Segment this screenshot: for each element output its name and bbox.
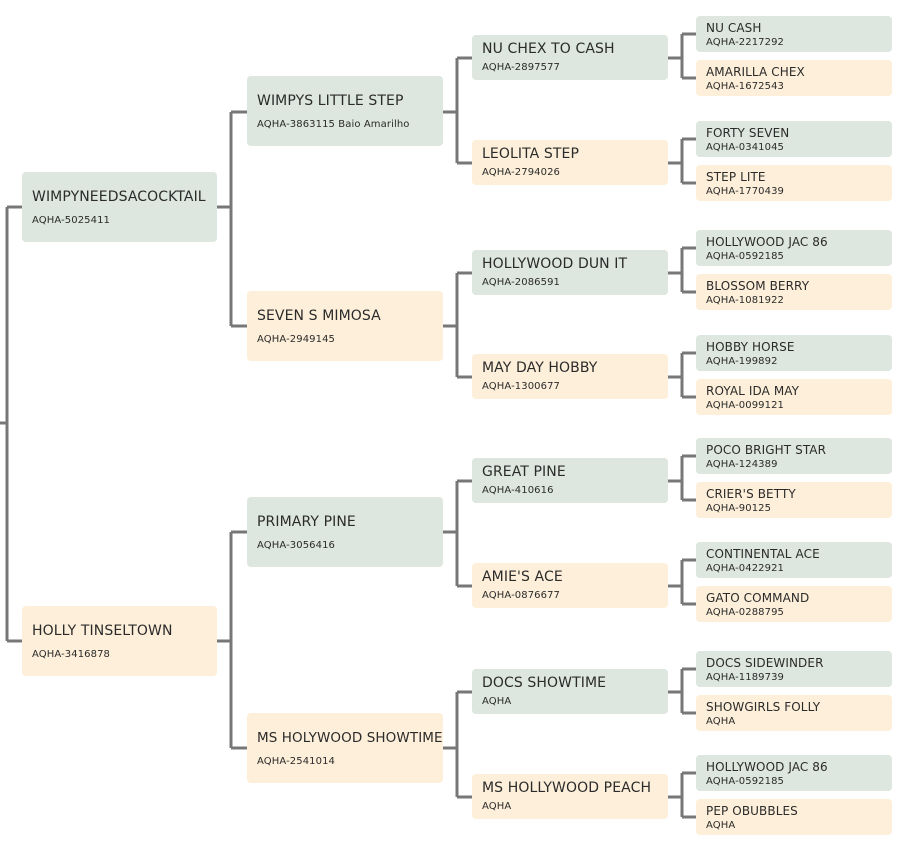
horse-name: NU CASH (706, 21, 762, 35)
registration-number: AQHA-0099121 (706, 400, 785, 411)
sire-card[interactable]: WIMPYNEEDSACOCKTAIL AQHA-5025411 (22, 172, 217, 242)
registration-number: AQHA (482, 801, 512, 812)
registration-number: AQHA-0341045 (706, 142, 785, 153)
great-great-grandparent-card[interactable]: HOLLYWOOD JAC 86 AQHA-0592185 (696, 755, 892, 791)
great-grandparent-card[interactable]: GREAT PINE AQHA-410616 (472, 458, 668, 503)
registration-number: AQHA-2949145 (257, 334, 336, 345)
registration-number: AQHA-3056416 (257, 540, 336, 551)
horse-name: AMIE'S ACE (482, 569, 563, 585)
registration-number: AQHA-0876677 (482, 590, 561, 601)
great-great-grandparent-card[interactable]: DOCS SIDEWINDER AQHA-1189739 (696, 651, 892, 687)
horse-name: WIMPYS LITTLE STEP (257, 93, 404, 109)
registration-number: AQHA-1672543 (706, 81, 785, 92)
registration-number: AQHA-2897577 (482, 62, 561, 73)
horse-name: HOLLYWOOD JAC 86 (706, 235, 828, 249)
registration-number: AQHA-1189739 (706, 672, 785, 683)
horse-name: HOBBY HORSE (706, 340, 795, 354)
horse-name: CONTINENTAL ACE (706, 547, 820, 561)
horse-name: LEOLITA STEP (482, 146, 580, 162)
registration-number: AQHA-0288795 (706, 607, 785, 618)
great-great-grandparent-card[interactable]: STEP LITE AQHA-1770439 (696, 165, 892, 201)
registration-number: AQHA-2794026 (482, 167, 561, 178)
horse-name: BLOSSOM BERRY (706, 279, 810, 293)
great-great-grandparent-card[interactable]: GATO COMMAND AQHA-0288795 (696, 586, 892, 622)
registration-number: AQHA-124389 (706, 459, 778, 470)
great-great-grandparent-card[interactable]: FORTY SEVEN AQHA-0341045 (696, 121, 892, 157)
horse-name: MS HOLYWOOD SHOWTIME (257, 730, 443, 746)
registration-number: AQHA-90125 (706, 503, 772, 514)
horse-name: FORTY SEVEN (706, 126, 790, 140)
horse-name: SEVEN S MIMOSA (257, 308, 381, 324)
great-grandparent-card[interactable]: HOLLYWOOD DUN IT AQHA-2086591 (472, 250, 668, 295)
horse-name: AMARILLA CHEX (706, 65, 805, 79)
registration-number: AQHA-1300677 (482, 381, 561, 392)
horse-name: PEP OBUBBLES (706, 804, 798, 818)
horse-name: MS HOLLYWOOD PEACH (482, 780, 652, 796)
horse-name: PRIMARY PINE (257, 514, 356, 530)
horse-name: WIMPYNEEDSACOCKTAIL (32, 189, 206, 205)
horse-name: GATO COMMAND (706, 591, 810, 605)
grandparent-card[interactable]: WIMPYS LITTLE STEP AQHA-3863115 Baio Ama… (247, 76, 443, 146)
great-great-grandparent-card[interactable]: CRIER'S BETTY AQHA-90125 (696, 482, 892, 518)
registration-number: AQHA-0422921 (706, 563, 785, 574)
horse-name: MAY DAY HOBBY (482, 360, 598, 376)
great-great-grandparent-card[interactable]: HOBBY HORSE AQHA-199892 (696, 335, 892, 371)
horse-name: ROYAL IDA MAY (706, 384, 800, 398)
great-great-grandparent-card[interactable]: HOLLYWOOD JAC 86 AQHA-0592185 (696, 230, 892, 266)
horse-name: NU CHEX TO CASH (482, 41, 615, 57)
great-great-grandparent-card[interactable]: POCO BRIGHT STAR AQHA-124389 (696, 438, 892, 474)
registration-number: AQHA-199892 (706, 356, 778, 367)
grandparent-card[interactable]: MS HOLYWOOD SHOWTIME AQHA-2541014 (247, 713, 443, 783)
great-great-grandparent-card[interactable]: ROYAL IDA MAY AQHA-0099121 (696, 379, 892, 415)
registration-number: AQHA-3863115 Baio Amarilho (257, 119, 410, 130)
great-grandparent-card[interactable]: LEOLITA STEP AQHA-2794026 (472, 140, 668, 185)
grandparent-card[interactable]: PRIMARY PINE AQHA-3056416 (247, 497, 443, 567)
great-grandparent-card[interactable]: DOCS SHOWTIME AQHA (472, 669, 668, 714)
registration-number: AQHA (706, 716, 736, 727)
great-grandparent-card[interactable]: MS HOLLYWOOD PEACH AQHA (472, 774, 668, 819)
great-grandparent-card[interactable]: NU CHEX TO CASH AQHA-2897577 (472, 35, 668, 80)
horse-name: HOLLY TINSELTOWN (32, 623, 173, 639)
horse-name: HOLLYWOOD DUN IT (482, 256, 628, 272)
registration-number: AQHA (706, 820, 736, 831)
registration-number: AQHA-410616 (482, 485, 554, 496)
horse-name: GREAT PINE (482, 464, 566, 480)
registration-number: AQHA-5025411 (32, 215, 111, 226)
horse-name: DOCS SIDEWINDER (706, 656, 824, 670)
registration-number: AQHA-2086591 (482, 277, 561, 288)
horse-name: HOLLYWOOD JAC 86 (706, 760, 828, 774)
registration-number: AQHA-2541014 (257, 756, 336, 767)
registration-number: AQHA-3416878 (32, 649, 111, 660)
horse-name: STEP LITE (706, 170, 766, 184)
horse-name: POCO BRIGHT STAR (706, 443, 827, 457)
registration-number: AQHA-1770439 (706, 186, 785, 197)
dam-card[interactable]: HOLLY TINSELTOWN AQHA-3416878 (22, 606, 217, 676)
great-great-grandparent-card[interactable]: NU CASH AQHA-2217292 (696, 16, 892, 52)
horse-name: SHOWGIRLS FOLLY (706, 700, 821, 714)
registration-number: AQHA-2217292 (706, 37, 785, 48)
great-grandparent-card[interactable]: AMIE'S ACE AQHA-0876677 (472, 563, 668, 608)
grandparent-card[interactable]: SEVEN S MIMOSA AQHA-2949145 (247, 291, 443, 361)
registration-number: AQHA-0592185 (706, 776, 785, 787)
registration-number: AQHA (482, 696, 512, 707)
great-great-grandparent-card[interactable]: PEP OBUBBLES AQHA (696, 799, 892, 835)
registration-number: AQHA-1081922 (706, 295, 785, 306)
great-great-grandparent-card[interactable]: SHOWGIRLS FOLLY AQHA (696, 695, 892, 731)
horse-name: CRIER'S BETTY (706, 487, 796, 501)
great-grandparent-card[interactable]: MAY DAY HOBBY AQHA-1300677 (472, 354, 668, 399)
horse-name: DOCS SHOWTIME (482, 675, 607, 691)
great-great-grandparent-card[interactable]: AMARILLA CHEX AQHA-1672543 (696, 60, 892, 96)
registration-number: AQHA-0592185 (706, 251, 785, 262)
great-great-grandparent-card[interactable]: CONTINENTAL ACE AQHA-0422921 (696, 542, 892, 578)
great-great-grandparent-card[interactable]: BLOSSOM BERRY AQHA-1081922 (696, 274, 892, 310)
